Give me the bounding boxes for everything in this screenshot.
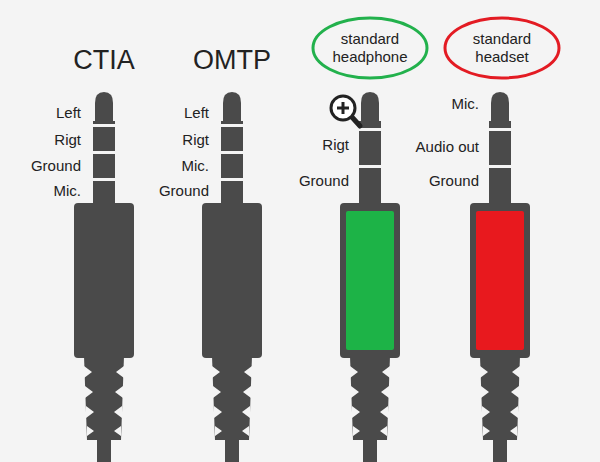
circled-text: standard headphone (325, 30, 415, 66)
pin-label: Ground (31, 157, 81, 175)
ctia-plug (74, 92, 134, 462)
pin-label: Mic. (452, 95, 480, 113)
circled-label: standard headset (443, 16, 561, 80)
pin-label: Ground (159, 182, 209, 200)
pin-label: Ground (429, 172, 479, 190)
pin-label: Audio out (416, 138, 479, 156)
omtp-plug (202, 92, 262, 462)
pin-label: Rigt (182, 131, 209, 149)
pin-label: Left (184, 104, 209, 122)
headphone-plug (340, 92, 400, 462)
pin-label: Rigt (322, 136, 349, 154)
standard-title: OMTP (193, 44, 271, 76)
zoom-icon (331, 96, 360, 126)
pin-label: Rigt (54, 131, 81, 149)
circled-text: standard headset (457, 30, 547, 66)
standard-title: CTIA (73, 44, 135, 76)
pin-label: Mic. (182, 157, 210, 175)
pin-label: Mic. (54, 182, 82, 200)
circled-label: standard headphone (311, 16, 429, 80)
headset-plug (470, 92, 530, 462)
pin-label: Left (56, 104, 81, 122)
pin-label: Ground (299, 172, 349, 190)
